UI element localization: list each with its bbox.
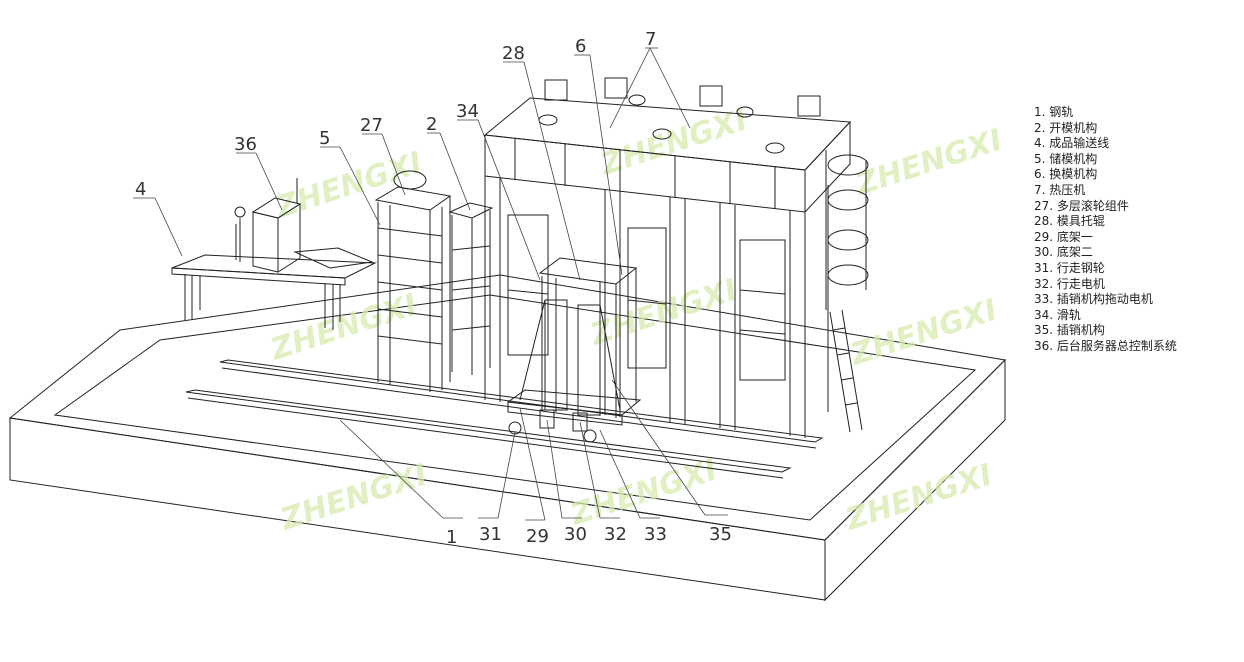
legend-item: 27. 多层滚轮组件 — [1034, 198, 1129, 213]
callout-29: 29 — [526, 526, 549, 547]
callout-27: 27 — [360, 115, 383, 136]
legend-item: 4. 成品输送线 — [1034, 136, 1110, 151]
svg-text:ZHENGXI: ZHENGXI — [841, 458, 997, 538]
svg-text:ZHENGXI: ZHENGXI — [586, 273, 742, 353]
legend-item: 29. 底架一 — [1034, 229, 1093, 244]
legend-item: 2. 开模机构 — [1034, 120, 1098, 135]
legend-item: 32. 行走电机 — [1034, 276, 1105, 291]
server-cabinet — [234, 178, 302, 273]
callout-numbers: 4 36 5 27 2 34 28 6 7 1 31 29 30 32 33 3… — [135, 29, 732, 548]
legend-item: 7. 热压机 — [1034, 182, 1086, 197]
callout-34: 34 — [456, 101, 479, 122]
hot-press — [483, 77, 852, 438]
legend-item: 1. 钢轨 — [1034, 105, 1074, 119]
svg-text:ZHENGXI: ZHENGXI — [271, 146, 427, 226]
access-ladder — [825, 150, 869, 433]
callout-5: 5 — [319, 128, 330, 149]
legend-item: 35. 插销机构 — [1034, 323, 1105, 338]
legend-item: 5. 储模机构 — [1034, 151, 1098, 166]
svg-text:ZHENGXI: ZHENGXI — [851, 123, 1007, 203]
steel-rails — [185, 359, 824, 479]
foundation-platform — [8, 274, 1007, 602]
callout-28: 28 — [502, 43, 525, 64]
callout-6: 6 — [575, 36, 586, 57]
legend-item: 6. 换模机构 — [1034, 167, 1098, 182]
callout-2: 2 — [426, 114, 437, 135]
callout-33: 33 — [644, 524, 667, 545]
svg-text:ZHENGXI: ZHENGXI — [846, 293, 1002, 373]
legend-item: 31. 行走钢轮 — [1034, 260, 1105, 275]
legend-item: 34. 滑轨 — [1034, 307, 1081, 322]
callout-1: 1 — [446, 527, 457, 548]
product-conveyor — [171, 247, 377, 330]
legend-item: 30. 底架二 — [1034, 245, 1093, 260]
mold-change-carriage — [506, 257, 642, 443]
callout-7: 7 — [645, 29, 656, 50]
callout-35: 35 — [709, 524, 732, 545]
svg-text:ZHENGXI: ZHENGXI — [266, 288, 422, 368]
callout-32: 32 — [604, 524, 627, 545]
mold-opening-unit — [448, 202, 494, 375]
legend-item: 28. 模具托辊 — [1034, 214, 1105, 229]
callout-30: 30 — [564, 524, 587, 545]
svg-text:ZHENGXI: ZHENGXI — [596, 103, 752, 183]
legend-item: 36. 后台服务器总控制系统 — [1034, 338, 1177, 353]
leader-lines — [133, 47, 728, 521]
legend-item: 33. 插销机构拖动电机 — [1034, 292, 1153, 307]
callout-4: 4 — [135, 179, 146, 200]
callout-36: 36 — [234, 134, 257, 155]
callout-31: 31 — [479, 524, 502, 545]
mold-storage — [374, 170, 452, 392]
legend: 1. 钢轨 2. 开模机构 4. 成品输送线 5. 储模机构 6. 换模机构 7… — [1034, 105, 1177, 355]
